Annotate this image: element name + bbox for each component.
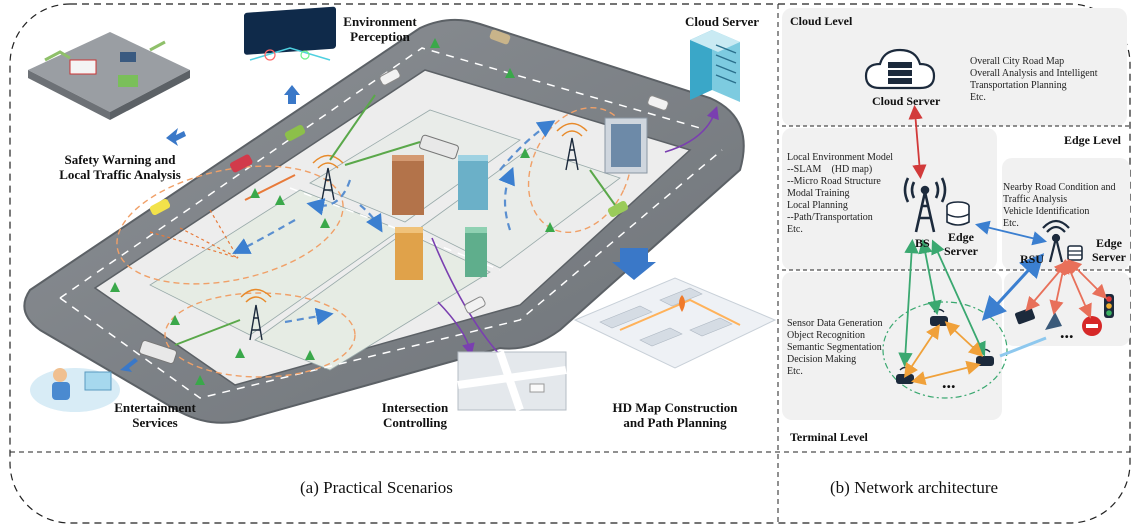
scenario-thumbnails	[28, 6, 777, 412]
rsu-capability-item: Etc.	[1003, 218, 1019, 229]
base-station-icons	[249, 137, 579, 341]
rsu-edge-server-label: Edge Server	[1092, 236, 1126, 264]
intersection-controlling-label: Intersection Controlling	[381, 400, 449, 430]
edge-bs-capabilities: Local Environment Model --SLAM (HD map) …	[787, 152, 893, 236]
cloud-server-icon	[864, 48, 936, 90]
edge-capability-item: --Micro Road Structure	[787, 176, 881, 187]
edge-capability-item: Local Planning	[787, 200, 848, 211]
buildings	[392, 117, 648, 280]
rsu-capability-item: Traffic Analysis	[1003, 194, 1068, 205]
cloud-capability-item: Overall Analysis and Intelligent	[970, 68, 1098, 79]
cloud-capability-item: Transportation Planning	[970, 80, 1067, 91]
cloud-capability-item: Overall City Road Map	[970, 56, 1065, 67]
edge-capability-item: Modal Training	[787, 188, 850, 199]
terminal-capability-item: Semantic Segmentation	[787, 342, 882, 353]
environment-perception-label: Environment Perception	[343, 14, 417, 44]
hd-map-thumbnail	[573, 277, 777, 369]
edge-capability-item: --Path/Transportation	[787, 212, 873, 223]
rsu-capability-item: Nearby Road Condition and	[1003, 182, 1116, 193]
signal-wave-icons	[240, 122, 588, 303]
dashed-blue-arrows	[232, 120, 556, 326]
coverage-ellipses	[116, 106, 633, 378]
hd-map-label: HD Map Construction and Path Planning	[612, 400, 738, 430]
outer-frame	[9, 3, 1131, 524]
cloud-capability-item: Etc.	[970, 92, 986, 103]
terminal-capability-item: Etc.	[787, 366, 803, 377]
edge-capability-item: Local Environment Model	[787, 152, 894, 163]
rsu-icon	[1042, 219, 1083, 263]
edge-capability-item: Etc.	[787, 224, 803, 235]
terminal-ellipsis: ...	[942, 372, 956, 392]
roadside-ellipsis: ...	[1060, 322, 1074, 342]
caption-practical-scenarios: (a) Practical Scenarios	[300, 478, 453, 497]
terminal-level-title: Terminal Level	[790, 430, 868, 444]
scene-links	[149, 94, 616, 346]
architecture-arrows	[898, 104, 1108, 386]
terminal-capability-item: Sensor Data Generation	[787, 318, 883, 329]
cloud-server-label: Cloud Server	[872, 94, 941, 108]
safety-warning-thumbnail	[28, 32, 190, 120]
intersection-thumbnail	[457, 350, 567, 412]
base-station-icon	[903, 177, 947, 233]
safety-warning-label: Safety Warning and Local Traffic Analysi…	[59, 152, 181, 182]
bs-label: BS	[915, 236, 930, 250]
terminal-capability-item: Object Recognition	[787, 330, 866, 341]
cloud-level-title: Cloud Level	[790, 14, 853, 28]
cloud-capabilities: Overall City Road Map Overall Analysis a…	[970, 56, 1097, 104]
entertainment-thumbnail	[30, 368, 120, 412]
edge-level-title: Edge Level	[1064, 133, 1121, 147]
cloud-server-scene-label: Cloud Server	[684, 14, 760, 29]
vehicle-icons	[138, 29, 669, 364]
caption-network-architecture: (b) Network architecture	[830, 478, 999, 497]
cloud-server-racks-thumbnail	[690, 30, 740, 102]
edge-server-icon	[946, 201, 970, 226]
terminal-capabilities: Sensor Data Generation Object Recognitio…	[787, 318, 883, 378]
edge-rsu-capabilities: Nearby Road Condition and Traffic Analys…	[1003, 182, 1115, 230]
edge-capability-item: --SLAM (HD map)	[787, 164, 873, 175]
edge-server-label: Edge Server	[944, 230, 978, 258]
terminal-capability-item: Decision Making	[787, 354, 857, 365]
feature-pointer-arrows	[120, 85, 656, 372]
rsu-label: RSU	[1020, 252, 1045, 266]
entertainment-services-label: Entertainment Services	[114, 400, 196, 430]
rsu-capability-item: Vehicle Identification	[1003, 206, 1090, 217]
environment-perception-thumbnail	[244, 6, 336, 61]
tree-icons	[110, 38, 555, 385]
